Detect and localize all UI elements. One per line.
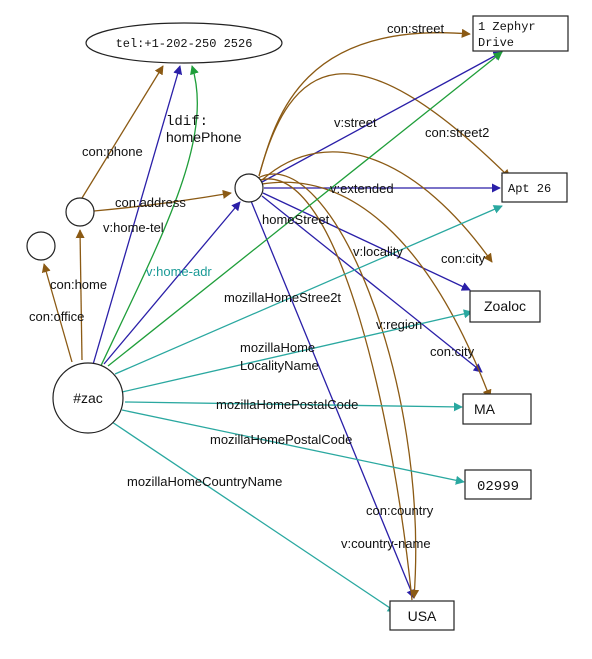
edge-con-street2: [258, 73, 511, 179]
street-literal-line1: 1 Zephyr: [478, 20, 536, 34]
edge-con-country: [257, 173, 420, 599]
label-v-locality: v:locality: [353, 244, 403, 259]
edge-mozilla-street2t: [114, 205, 503, 375]
label-moz-postal-1: mozillaHomePostalCode: [216, 397, 358, 412]
edge-mozilla-country: [111, 421, 397, 613]
edge-mozilla-locality: [121, 309, 473, 393]
street-literal-line2: Drive: [478, 36, 514, 50]
label-con-office: con:office: [29, 309, 84, 324]
label-moz-postal-2: mozillaHomePostalCode: [210, 432, 352, 447]
edge-mozilla-street: [107, 51, 503, 367]
label-con-phone: con:phone: [82, 144, 143, 159]
zac-node: [52, 362, 124, 434]
label-moz-loc-1: mozillaHome: [240, 340, 315, 355]
label-ldif-1: ldif:: [166, 114, 208, 130]
edge-con-country-b: [259, 178, 413, 601]
state-literal-text: MA: [474, 401, 496, 417]
label-con-country: con:country: [366, 503, 434, 518]
label-v-home-tel: v:home-tel: [103, 220, 164, 235]
tel-literal-text: tel:+1-202-250 2526: [116, 37, 253, 51]
edge-con-city-2: [261, 181, 492, 399]
edge-con-address: [93, 189, 232, 212]
label-v-home-adr: v:home-adr: [146, 264, 212, 279]
label-v-region: v:region: [376, 317, 422, 332]
phone-blank-node: [65, 197, 95, 227]
edge-labels: con:street con:street2 v:street v:extend…: [29, 21, 489, 551]
edge-v-region: [261, 195, 483, 373]
zip-literal-node: [464, 469, 532, 500]
label-con-street2: con:street2: [425, 125, 489, 140]
country-literal-node: [389, 600, 455, 631]
edge-mozilla-postal-2: [121, 409, 465, 485]
street-literal-node: [472, 15, 569, 52]
country-literal-text: USA: [408, 608, 437, 624]
edge-con-city-1: [261, 151, 493, 263]
edges: [41, 28, 511, 613]
edge-con-office: [41, 263, 73, 363]
state-literal-node: [462, 393, 532, 425]
edge-v-country-name: [250, 200, 416, 599]
label-con-street: con:street: [387, 21, 444, 36]
label-con-city-1: con:city: [441, 251, 486, 266]
apt-literal-node: [501, 172, 568, 203]
edge-con-street: [258, 28, 471, 177]
label-con-home: con:home: [50, 277, 107, 292]
city-literal-text: Zoaloc: [484, 298, 526, 314]
edge-mozilla-postal-1: [124, 401, 463, 412]
address-blank-node: [234, 173, 264, 203]
label-moz-street2: mozillaHomeStree2t: [224, 290, 341, 305]
edge-v-street: [261, 51, 503, 183]
label-ldif-2: homePhone: [166, 129, 242, 145]
label-home-street: homeStreet: [262, 212, 330, 227]
home-blank-node: [26, 231, 56, 261]
edge-ldif-homephone: [97, 65, 199, 373]
zip-literal-text: 02999: [477, 479, 519, 495]
tel-literal-node: [85, 22, 283, 64]
label-moz-loc-2: LocalityName: [240, 358, 319, 373]
label-con-city-2: con:city: [430, 344, 475, 359]
edge-con-home: [75, 229, 85, 361]
edge-con-phone: [81, 65, 164, 199]
zac-node-text: #zac: [73, 390, 103, 406]
label-v-country-name: v:country-name: [341, 536, 431, 551]
edge-v-home-adr: [103, 201, 241, 365]
label-con-address: con:address: [115, 195, 186, 210]
label-v-street: v:street: [334, 115, 377, 130]
apt-literal-text: Apt 26: [508, 182, 551, 196]
edge-v-home-tel: [91, 65, 183, 369]
city-literal-node: [469, 290, 541, 323]
edge-v-locality: [262, 192, 471, 291]
label-v-extended: v:extended: [330, 181, 394, 196]
nodes: tel:+1-202-250 2526 1 Zephyr Drive Apt 2…: [26, 15, 569, 631]
label-moz-country: mozillaHomeCountryName: [127, 474, 282, 489]
